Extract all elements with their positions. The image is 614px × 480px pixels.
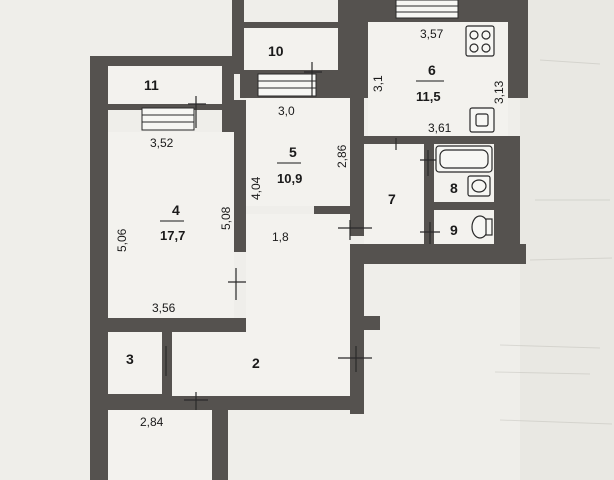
stove-burner-icon bbox=[481, 30, 491, 40]
room-9-number: 9 bbox=[450, 222, 458, 238]
floor-room-2 bbox=[172, 332, 350, 396]
floor-room-4 bbox=[108, 132, 234, 318]
dim-5-08: 5,08 bbox=[219, 206, 233, 230]
room-8-number: 8 bbox=[450, 180, 458, 196]
wall-room11-right bbox=[222, 56, 234, 132]
wall-hall-bottom bbox=[210, 396, 364, 410]
dim-2-86: 2,86 bbox=[335, 144, 349, 168]
dim-3-13: 3,13 bbox=[492, 80, 506, 104]
room-5-area: 10,9 bbox=[277, 171, 302, 186]
room-floors bbox=[108, 22, 508, 480]
door-marks bbox=[165, 62, 440, 410]
dim-4-04: 4,04 bbox=[249, 176, 263, 200]
room-11-number: 11 bbox=[144, 77, 159, 93]
dim-3-56: 3,56 bbox=[152, 301, 176, 315]
stove-burner-icon bbox=[469, 43, 479, 53]
dim-3-57: 3,57 bbox=[420, 27, 444, 41]
dim-1-8: 1,8 bbox=[272, 230, 289, 244]
floor-room-3 bbox=[108, 332, 162, 394]
toilet-tank-icon bbox=[485, 218, 493, 236]
wall-room10-top bbox=[232, 22, 344, 28]
wall-bath-right bbox=[494, 138, 520, 264]
dim-3-0: 3,0 bbox=[278, 104, 295, 118]
room-2-number: 2 bbox=[252, 355, 260, 371]
dim-3-52: 3,52 bbox=[150, 136, 174, 150]
paper-shade bbox=[520, 0, 614, 480]
stove-icon bbox=[465, 25, 495, 57]
wall-room4-room5 bbox=[234, 100, 246, 252]
floor-room-5 bbox=[246, 98, 350, 206]
wall-room5-right bbox=[350, 96, 364, 236]
kitchen-sink-basin-icon bbox=[475, 113, 489, 127]
room-4-area: 17,7 bbox=[160, 228, 185, 243]
dim-3-1: 3,1 bbox=[371, 75, 385, 92]
wall-top-center bbox=[232, 0, 244, 74]
wall-lower-right bbox=[212, 396, 228, 480]
wall-room6-bay bbox=[508, 72, 528, 98]
wall-room4-bottom bbox=[100, 318, 260, 332]
room-10-number: 10 bbox=[268, 43, 284, 59]
room-5-number: 5 bbox=[289, 144, 297, 160]
floor-room-10 bbox=[244, 28, 338, 70]
wall-room7-right bbox=[424, 140, 434, 250]
wall-hall-bump bbox=[350, 316, 380, 330]
walls bbox=[90, 0, 528, 480]
wall-outer-left bbox=[90, 56, 108, 480]
wall-bath-bottom bbox=[350, 244, 526, 264]
dim-5-06: 5,06 bbox=[115, 228, 129, 252]
bathroom-sink-basin-icon bbox=[471, 179, 487, 193]
window-room-6 bbox=[395, 0, 459, 19]
windows bbox=[141, 0, 459, 131]
floor-room-7 bbox=[364, 144, 424, 244]
wall-room3-bottom bbox=[100, 394, 220, 410]
floor-lower-room bbox=[108, 410, 212, 480]
floor-hall-upper bbox=[246, 214, 350, 332]
room-7-number: 7 bbox=[388, 191, 396, 207]
wall-room5-bottom bbox=[314, 206, 354, 214]
wall-room11-bottom bbox=[90, 104, 230, 110]
wall-room8-room9 bbox=[424, 202, 504, 210]
wall-room6-bottom bbox=[362, 136, 520, 144]
wall-room3-right bbox=[162, 330, 172, 394]
fixtures bbox=[435, 25, 495, 239]
dim-2-84: 2,84 bbox=[140, 415, 164, 429]
bathtub-inner-icon bbox=[439, 149, 489, 169]
room-6-area: 11,5 bbox=[416, 89, 441, 104]
room-6-number: 6 bbox=[428, 62, 436, 78]
stove-burner-icon bbox=[481, 43, 491, 53]
background-text-bleed bbox=[494, 59, 613, 425]
dim-3-61: 3,61 bbox=[428, 121, 452, 135]
window-room-4 bbox=[141, 107, 195, 131]
wall-top-room-11 bbox=[90, 56, 240, 66]
room-4-number: 4 bbox=[172, 202, 180, 218]
room-3-number: 3 bbox=[126, 351, 134, 367]
stove-burner-icon bbox=[469, 30, 479, 40]
floor-room-11 bbox=[108, 66, 222, 104]
window-room-5 bbox=[257, 73, 317, 97]
